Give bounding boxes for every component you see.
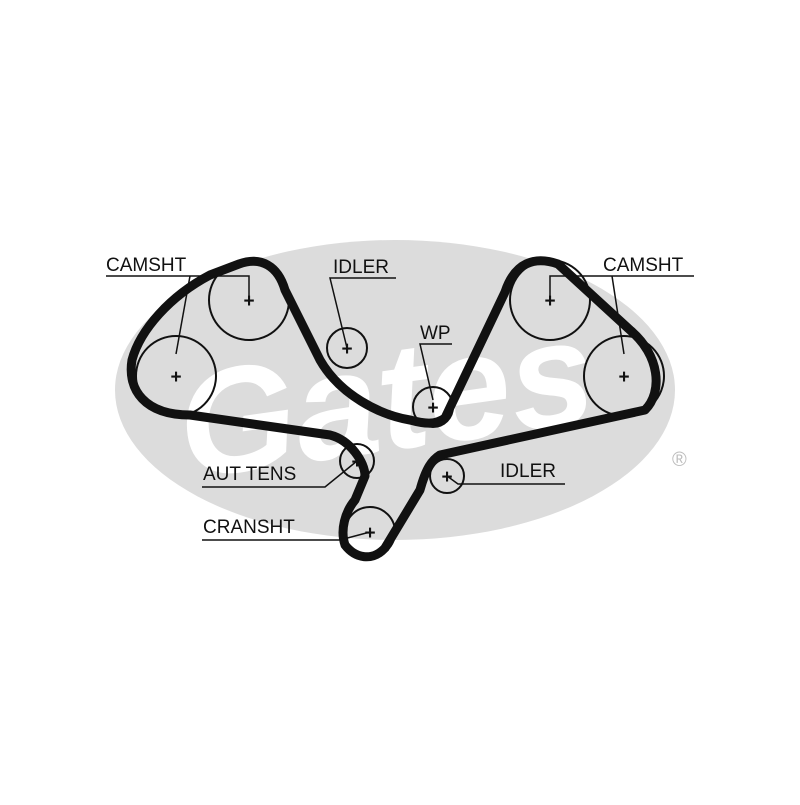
labels: CAMSHT IDLER WP CAMSHT AUT TENS IDLER CR… (106, 255, 684, 538)
label-crankshaft: CRANSHT (203, 517, 295, 538)
leader-camshaft-left-branch (175, 275, 191, 355)
leader-idler-top (329, 277, 396, 349)
center-camshaft-right-upper: + (544, 291, 555, 312)
pulley-idler-top (326, 327, 368, 369)
leader-water-pump (419, 343, 452, 401)
center-auto-tensioner: + (351, 452, 362, 473)
label-camshaft-left: CAMSHT (106, 255, 187, 276)
center-camshaft-right-lower: + (618, 367, 629, 388)
pulley-idler-bottom (429, 458, 465, 494)
label-camshaft-right: CAMSHT (603, 255, 684, 276)
timing-belt (126, 256, 661, 562)
leader-camshaft-right (549, 275, 694, 300)
leader-crankshaft (202, 531, 371, 541)
center-idler-top: + (341, 339, 352, 360)
gates-logo-watermark: Gates ® (115, 240, 687, 540)
registered-mark: ® (672, 449, 687, 471)
center-water-pump: + (427, 398, 438, 419)
label-water-pump: WP (420, 323, 451, 344)
center-idler-bottom: + (441, 467, 452, 488)
leader-camshaft-right-branch (611, 275, 625, 355)
center-camshaft-left-lower: + (170, 367, 181, 388)
center-crankshaft: + (364, 523, 375, 544)
label-idler-bottom: IDLER (500, 461, 556, 482)
leader-auto-tensioner (202, 460, 358, 488)
leader-lines (106, 275, 694, 541)
center-camshaft-left-upper: + (243, 291, 254, 312)
logo-ellipse (115, 240, 675, 540)
pulley-auto-tensioner (339, 443, 375, 479)
label-idler-top: IDLER (333, 257, 389, 278)
leader-idler-bottom (446, 475, 565, 485)
label-auto-tensioner: AUT TENS (203, 464, 296, 485)
pulley-centers: + + + + + + + + + (170, 291, 629, 544)
leader-camshaft-left (106, 275, 250, 300)
